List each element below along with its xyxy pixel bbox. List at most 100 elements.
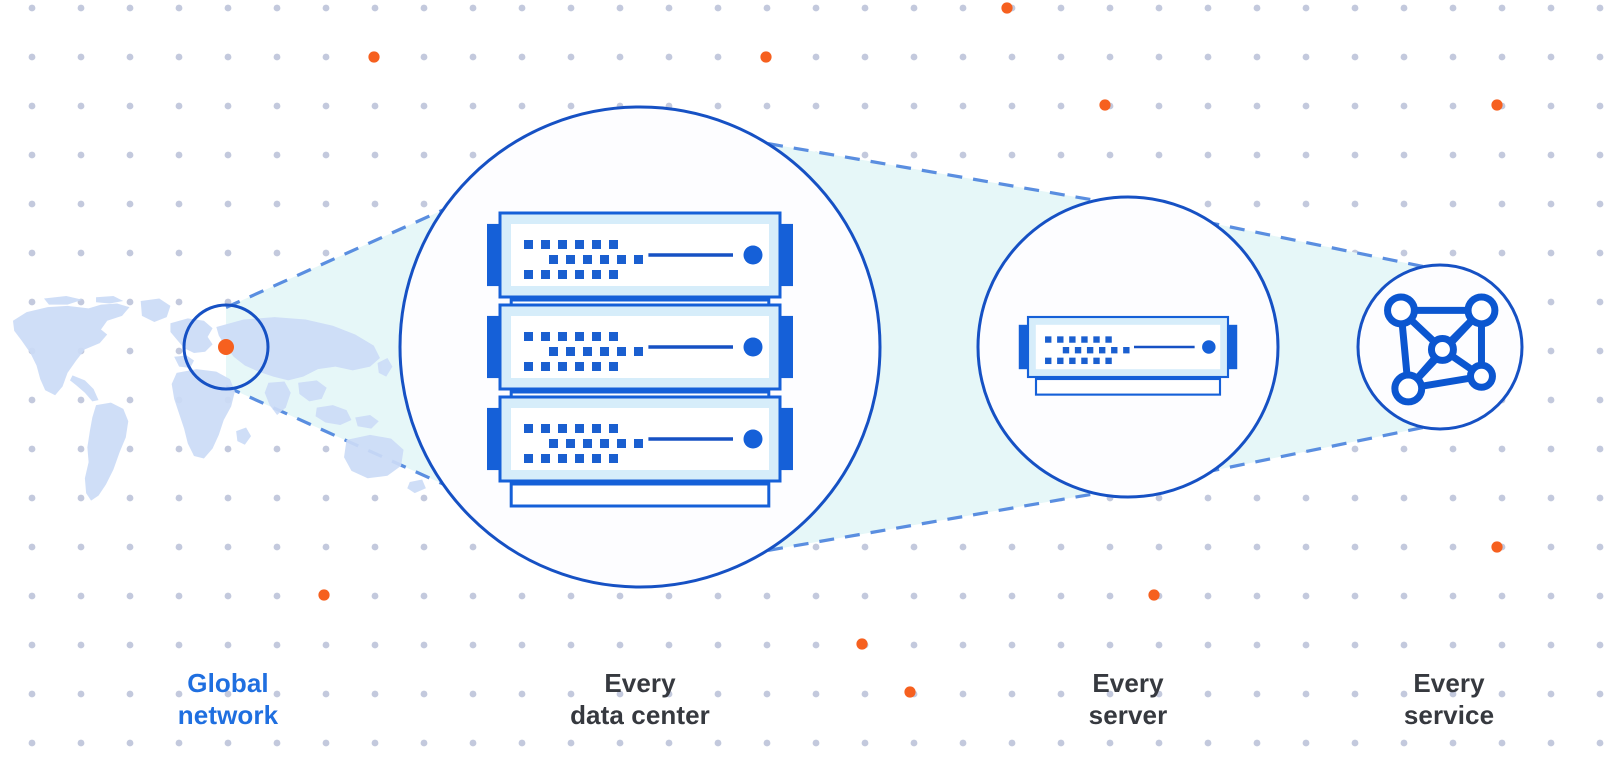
grid-dot (273, 4, 281, 12)
grid-dot (1155, 102, 1163, 110)
grid-dot (28, 298, 36, 306)
grid-dot (861, 739, 869, 747)
grid-dot (861, 4, 869, 12)
grid-dot (224, 249, 232, 257)
rack-led (1069, 336, 1076, 343)
grid-dot (77, 739, 85, 747)
grid-dot (714, 4, 722, 12)
grid-dot (1547, 249, 1555, 257)
grid-dot (1351, 445, 1359, 453)
grid-dot (1302, 592, 1310, 600)
service-mesh-icon (1384, 293, 1499, 406)
grid-dot (322, 739, 330, 747)
rack-led (566, 255, 575, 264)
grid-dot (322, 641, 330, 649)
grid-dot (812, 53, 820, 61)
rack-led (1057, 336, 1064, 343)
rack-led (583, 255, 592, 264)
grid-dot (616, 4, 624, 12)
grid-dot (77, 641, 85, 649)
mesh-node (1467, 361, 1496, 391)
rack-led (1045, 336, 1052, 343)
grid-dot (959, 690, 967, 698)
grid-dot (1449, 641, 1457, 649)
grid-dot (126, 347, 134, 355)
stage-every-data-center (398, 105, 882, 589)
grid-dot (224, 53, 232, 61)
accent-dot (1099, 99, 1111, 111)
grid-dot (518, 592, 526, 600)
label-every-data-center: Every data center (570, 668, 710, 730)
grid-dot (616, 739, 624, 747)
grid-dot (28, 641, 36, 649)
rack-led (600, 255, 609, 264)
grid-dot (28, 200, 36, 208)
grid-dot (1008, 53, 1016, 61)
grid-dot (1204, 4, 1212, 12)
rack-led (609, 424, 618, 433)
rack-led (524, 240, 533, 249)
grid-dot (175, 641, 183, 649)
grid-dot (567, 592, 575, 600)
grid-dot (1547, 200, 1555, 208)
grid-dot (224, 641, 232, 649)
rack-led (600, 347, 609, 356)
grid-dot (175, 494, 183, 502)
grid-dot (910, 739, 918, 747)
grid-dot (567, 102, 575, 110)
grid-dot (959, 543, 967, 551)
grid-dot (420, 494, 428, 502)
grid-dot (959, 102, 967, 110)
grid-dot (224, 102, 232, 110)
grid-dot (812, 592, 820, 600)
label-global-network: Global network (177, 668, 279, 730)
grid-dot (126, 445, 134, 453)
grid-dot (469, 102, 477, 110)
grid-dot (1547, 543, 1555, 551)
rack-led (583, 439, 592, 448)
grid-dot (518, 739, 526, 747)
grid-dot (420, 739, 428, 747)
grid-dot (1008, 102, 1016, 110)
grid-dot (126, 690, 134, 698)
rack-led (1045, 357, 1052, 365)
grid-dot (1449, 445, 1457, 453)
rack-led (1111, 347, 1118, 354)
grid-dot (1057, 102, 1065, 110)
grid-dot (665, 739, 673, 747)
grid-dot (1449, 53, 1457, 61)
grid-dot (469, 151, 477, 159)
grid-dot (1057, 151, 1065, 159)
grid-dot (1596, 739, 1604, 747)
rack-led (549, 439, 558, 448)
grid-dot (959, 739, 967, 747)
grid-dot (28, 543, 36, 551)
grid-dot (371, 200, 379, 208)
grid-dot (763, 739, 771, 747)
grid-dot (1400, 690, 1408, 698)
grid-dot (665, 641, 673, 649)
grid-dot (322, 200, 330, 208)
grid-dot (28, 396, 36, 404)
grid-dot (910, 641, 918, 649)
grid-dot (420, 543, 428, 551)
grid-dot (1547, 347, 1555, 355)
grid-dot (1449, 151, 1457, 159)
grid-dot (322, 690, 330, 698)
grid-dot (273, 200, 281, 208)
rack-led (592, 332, 601, 341)
grid-dot (1008, 151, 1016, 159)
grid-dot (371, 592, 379, 600)
grid-dot (1596, 249, 1604, 257)
grid-dot (175, 543, 183, 551)
rack-led (541, 270, 550, 279)
grid-dot (665, 4, 673, 12)
grid-dot (1155, 151, 1163, 159)
grid-dot (77, 592, 85, 600)
rack-led (558, 362, 567, 371)
grid-dot (273, 641, 281, 649)
grid-dot (1253, 690, 1261, 698)
grid-dot (861, 543, 869, 551)
grid-dot (665, 53, 673, 61)
grid-dot (1008, 690, 1016, 698)
